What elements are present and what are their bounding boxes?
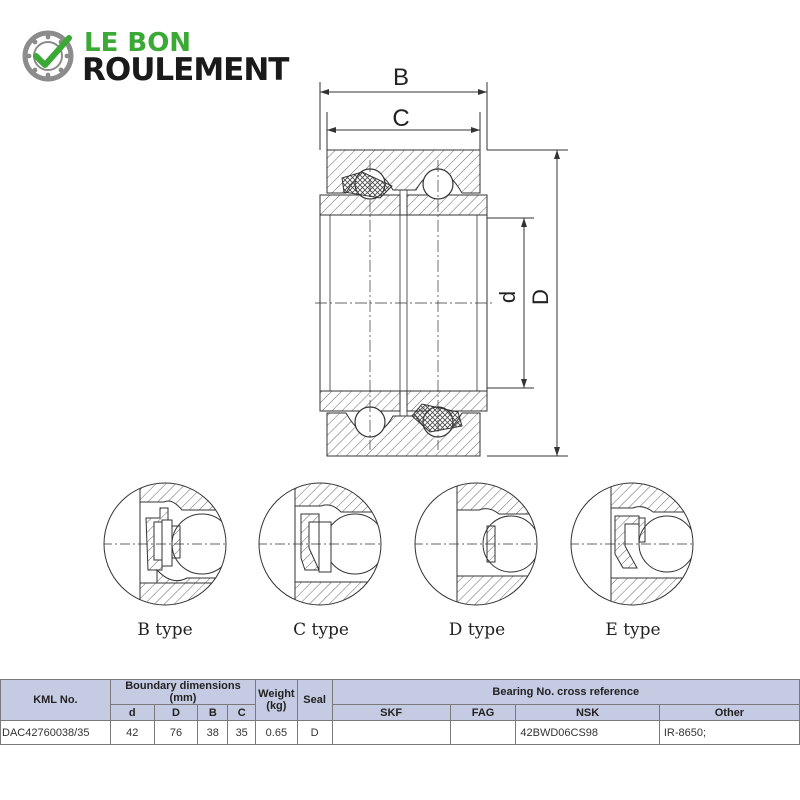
cell-skf: [331, 720, 451, 745]
header-d: d: [109, 704, 155, 721]
header-seal: Seal: [296, 679, 333, 721]
header-cross-reference: Bearing No. cross reference: [331, 679, 800, 705]
cell-C: 35: [227, 720, 257, 745]
cell-B: 38: [197, 720, 229, 745]
table-row: DAC42760038/35 42 76 38 35 0.65 D 42BWD0…: [0, 720, 800, 745]
seal-detail-e: [570, 482, 694, 606]
seal-label-c: C type: [293, 620, 349, 640]
header-D: D: [153, 704, 199, 721]
header-skf: SKF: [331, 704, 451, 721]
cell-weight: 0.65: [255, 720, 298, 745]
brand-line1: LE BON: [84, 28, 192, 58]
header-C: C: [227, 704, 257, 721]
seal-detail-d: [414, 482, 538, 606]
seal-label-b: B type: [137, 620, 193, 640]
header-kml: KML No.: [0, 679, 111, 721]
dim-label-B: B: [393, 64, 409, 91]
dim-label-D: D: [528, 289, 553, 305]
header-weight: Weight (kg): [255, 679, 298, 721]
cell-D: 76: [153, 720, 199, 745]
table-header-row-2: d D B C SKF FAG NSK Other: [1, 704, 800, 721]
seal-detail-b: [103, 482, 227, 606]
header-B: B: [197, 704, 229, 721]
seal-detail-c: [258, 482, 382, 606]
cell-nsk: 42BWD06CS98: [515, 720, 660, 745]
seal-label-d: D type: [448, 620, 506, 640]
header-boundary: Boundary dimensions (mm): [109, 679, 257, 705]
bearing-check-icon: [22, 30, 74, 82]
brand-line2: ROULEMENT: [82, 52, 289, 88]
cell-kml: DAC42760038/35: [0, 720, 111, 745]
cell-seal: D: [296, 720, 333, 745]
spec-table: KML No. Boundary dimensions (mm) Weight …: [0, 679, 800, 745]
seal-label-e: E type: [605, 620, 661, 640]
cell-fag: [449, 720, 517, 745]
cell-d: 42: [109, 720, 155, 745]
header-nsk: NSK: [515, 704, 660, 721]
header-fag: FAG: [449, 704, 517, 721]
dim-label-d: d: [495, 291, 520, 303]
table-header-row-1: KML No. Boundary dimensions (mm) Weight …: [0, 679, 800, 721]
cell-other: IR-8650;: [658, 720, 800, 745]
header-other: Other: [658, 704, 800, 721]
dim-label-C: C: [392, 105, 409, 132]
brand-logo: LE BON ROULEMENT: [22, 26, 302, 88]
bearing-cross-section: B C d D: [315, 64, 568, 457]
